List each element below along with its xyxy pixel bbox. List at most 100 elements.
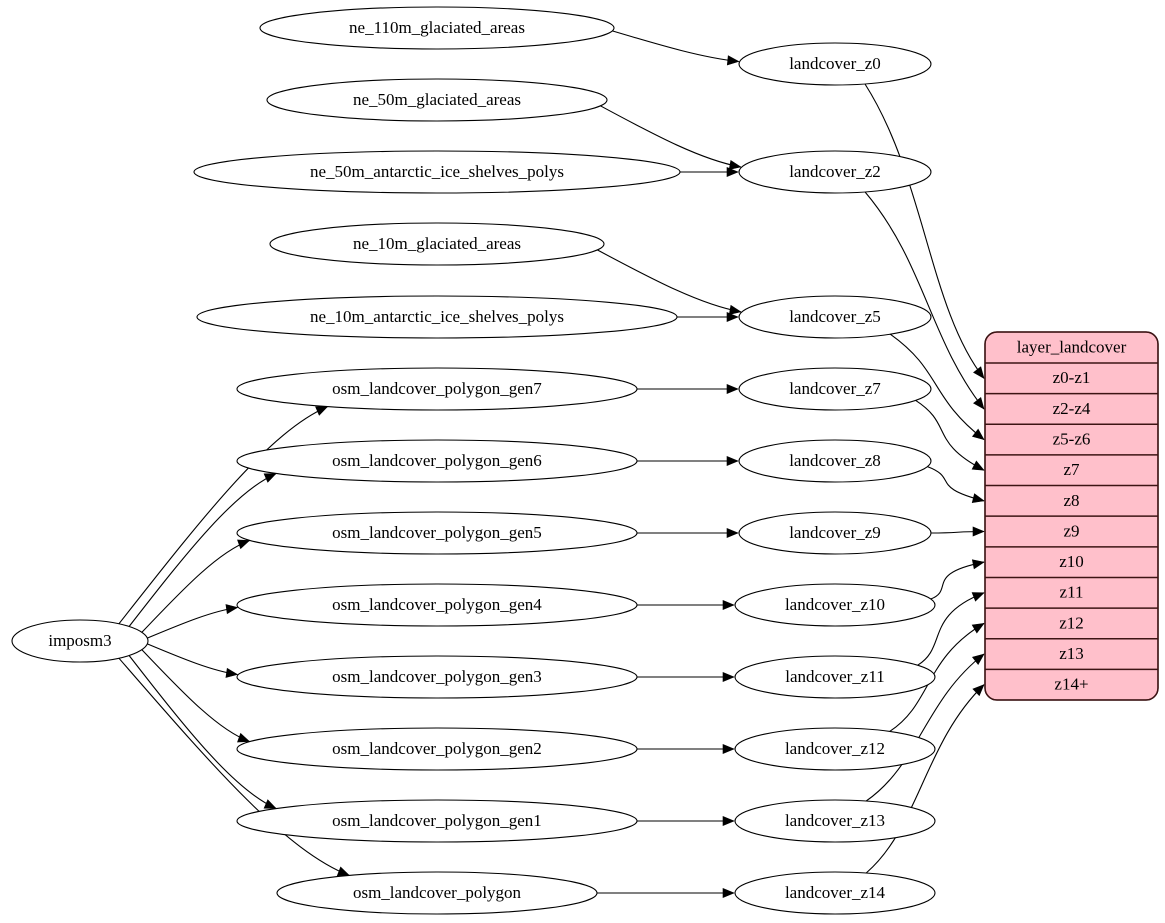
node-landcover_z0[interactable]: landcover_z0	[738, 42, 932, 86]
node-ne_10m_antarctic_ice_shelves_polys[interactable]: ne_10m_antarctic_ice_shelves_polys	[196, 295, 678, 339]
layer-table-row-z2-z4[interactable]: z2-z4	[985, 394, 1158, 425]
layer-table-border	[984, 331, 1159, 701]
node-osm_landcover_polygon_gen5[interactable]: osm_landcover_polygon_gen5	[236, 511, 638, 555]
node-ne_50m_antarctic_ice_shelves_polys[interactable]: ne_50m_antarctic_ice_shelves_polys	[193, 150, 681, 194]
edge-arrowhead	[971, 460, 985, 471]
node-shape-natural-earth	[269, 222, 605, 266]
edge-arrowhead	[726, 383, 739, 395]
edge-arrowhead	[726, 527, 739, 539]
node-shape-landcover	[738, 295, 932, 339]
edge-arrowhead	[971, 592, 985, 602]
layer-table-row-hit[interactable]	[985, 577, 1158, 608]
layer-table-row-hit[interactable]	[985, 486, 1158, 517]
node-shape-natural-earth	[193, 150, 681, 194]
node-ne_50m_glaciated_areas[interactable]: ne_50m_glaciated_areas	[266, 78, 608, 122]
edge-arrowhead	[973, 366, 985, 379]
node-shape-landcover	[734, 727, 936, 771]
edge-arrowhead	[973, 396, 985, 410]
edge-arrowhead	[225, 604, 239, 615]
layer-table-row-hit[interactable]	[985, 363, 1158, 394]
node-landcover_z8[interactable]: landcover_z8	[738, 439, 932, 483]
node-shape-source	[11, 619, 149, 663]
edge-arrowhead	[237, 539, 251, 550]
edge-imposm3-to-osm_landcover_polygon	[118, 657, 350, 876]
edge-ne_110m_glaciated_areas-to-landcover_z0	[612, 30, 739, 63]
edge-imposm3-to-osm_landcover_polygon_gen1	[128, 655, 277, 809]
layer-table-row-hit[interactable]	[985, 669, 1158, 700]
edge-arrowhead	[726, 455, 739, 467]
edge-landcover_z10-to-z10	[930, 561, 985, 600]
node-shape-landcover	[734, 655, 936, 699]
layer-table-row-hit[interactable]	[985, 608, 1158, 639]
node-landcover_z14[interactable]: landcover_z14	[734, 871, 936, 915]
node-landcover_z13[interactable]: landcover_z13	[734, 799, 936, 843]
node-osm_landcover_polygon_gen1[interactable]: osm_landcover_polygon_gen1	[236, 799, 638, 843]
layer-table-row-z5-z6[interactable]: z5-z6	[985, 424, 1158, 455]
layer-table-row-hit[interactable]	[985, 547, 1158, 578]
edge-arrowhead	[237, 732, 251, 743]
node-imposm3[interactable]: imposm3	[11, 619, 149, 663]
node-landcover_z11[interactable]: landcover_z11	[734, 655, 936, 699]
edge-landcover_z0-to-z0-z1	[864, 83, 985, 379]
node-shape-osm	[236, 511, 638, 555]
edge-landcover_z11-to-z11	[917, 592, 985, 666]
edge-arrowhead	[971, 653, 985, 665]
node-shape-osm	[236, 439, 638, 483]
node-landcover_z2[interactable]: landcover_z2	[738, 150, 932, 194]
node-shape-osm	[236, 727, 638, 771]
edge-arrowhead	[728, 304, 742, 315]
node-shape-natural-earth	[259, 6, 615, 50]
edge-landcover_z8-to-z8	[927, 466, 985, 502]
node-landcover_z10[interactable]: landcover_z10	[734, 583, 936, 627]
node-shape-osm	[276, 871, 598, 915]
layer-table-row-hit[interactable]	[985, 424, 1158, 455]
layer-table-row-z8[interactable]: z8	[985, 486, 1158, 517]
edge-arrowhead	[726, 55, 740, 66]
layer-table-row-hit[interactable]	[985, 639, 1158, 670]
node-osm_landcover_polygon_gen4[interactable]: osm_landcover_polygon_gen4	[236, 583, 638, 627]
node-shape-landcover	[738, 439, 932, 483]
node-landcover_z7[interactable]: landcover_z7	[738, 367, 932, 411]
edge-arrowhead	[722, 815, 735, 827]
layer-table-row-z14+[interactable]: z14+	[985, 669, 1158, 700]
layer-table-row-hit[interactable]	[985, 455, 1158, 486]
edge-arrowhead	[726, 166, 739, 178]
node-shape-natural-earth	[266, 78, 608, 122]
edge-arrowhead	[971, 559, 985, 570]
edge-arrowhead	[722, 671, 735, 683]
edge-landcover_z5-to-z5-z6	[889, 333, 985, 441]
edge-arrowhead	[336, 866, 350, 876]
node-landcover_z9[interactable]: landcover_z9	[738, 511, 932, 555]
node-osm_landcover_polygon[interactable]: osm_landcover_polygon	[276, 871, 598, 915]
edge-landcover_z13-to-z13	[865, 653, 985, 802]
node-osm_landcover_polygon_gen7[interactable]: osm_landcover_polygon_gen7	[236, 367, 638, 411]
nodes-layer: imposm3 ne_110m_glaciated_areas ne_50m_gla…	[11, 6, 936, 915]
layer-table-row-z10[interactable]: z10	[985, 547, 1158, 578]
edge-arrowhead	[971, 493, 985, 503]
layer-table-row-hit[interactable]	[985, 516, 1158, 547]
edge-arrowhead	[722, 743, 735, 755]
layer-table-row-z7[interactable]: z7	[985, 455, 1158, 486]
edge-arrowhead	[315, 406, 329, 416]
node-ne_10m_glaciated_areas[interactable]: ne_10m_glaciated_areas	[269, 222, 605, 266]
node-shape-osm	[236, 655, 638, 699]
node-landcover_z12[interactable]: landcover_z12	[734, 727, 936, 771]
layer-table-row-hit[interactable]	[985, 394, 1158, 425]
node-ne_110m_glaciated_areas[interactable]: ne_110m_glaciated_areas	[259, 6, 615, 50]
edge-landcover_z7-to-z7	[915, 399, 985, 471]
node-osm_landcover_polygon_gen6[interactable]: osm_landcover_polygon_gen6	[236, 439, 638, 483]
edge-imposm3-to-osm_landcover_polygon_gen7	[118, 406, 328, 625]
layer-table-row-z12[interactable]: z12	[985, 608, 1158, 639]
layer-table-row-z0-z1[interactable]: z0-z1	[985, 363, 1158, 394]
node-shape-landcover	[734, 799, 936, 843]
node-shape-osm	[236, 367, 638, 411]
node-osm_landcover_polygon_gen3[interactable]: osm_landcover_polygon_gen3	[236, 655, 638, 699]
layer-table-row-z13[interactable]: z13	[985, 639, 1158, 670]
edge-ne_50m_glaciated_areas-to-landcover_z2	[600, 105, 741, 168]
layer-table-row-z9[interactable]: z9	[985, 516, 1158, 547]
layer-table-row-z11[interactable]: z11	[985, 577, 1158, 608]
node-osm_landcover_polygon_gen2[interactable]: osm_landcover_polygon_gen2	[236, 727, 638, 771]
edge-arrowhead	[263, 799, 277, 809]
node-landcover_z5[interactable]: landcover_z5	[738, 295, 932, 339]
